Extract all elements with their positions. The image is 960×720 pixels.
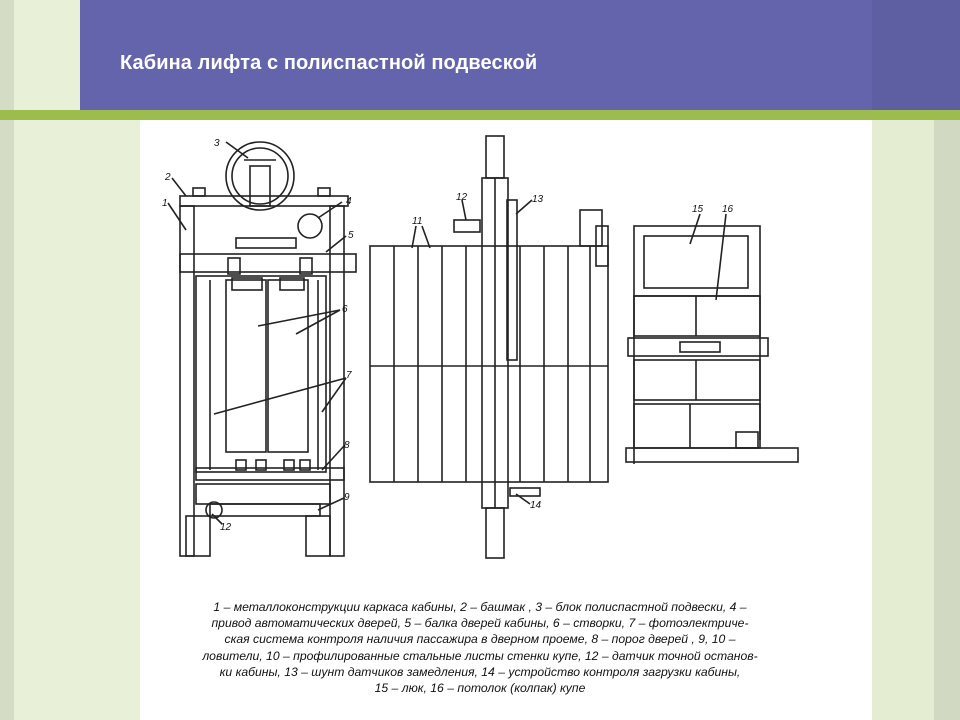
slide-title: Кабина лифта с полиспастной подвеской (120, 52, 538, 74)
left-edge-stripe (0, 0, 14, 720)
label-5: 5 (348, 230, 354, 241)
label-7: 7 (346, 370, 352, 381)
caption-line: ловители, 10 – профилированные стальные … (202, 648, 758, 663)
label-3: 3 (214, 138, 220, 149)
label-8: 8 (344, 440, 350, 451)
label-4: 4 (346, 196, 352, 207)
label-2: 2 (164, 172, 171, 183)
title-banner (80, 0, 872, 110)
label-12-mid: 12 (456, 192, 468, 203)
label-1: 1 (162, 198, 168, 209)
caption-line: 1 – металлоконструкции каркаса кабины, 2… (213, 600, 747, 614)
label-14: 14 (530, 500, 542, 511)
caption-line: 15 – люк, 16 – потолок (колпак) купе (374, 681, 586, 696)
caption-line: ки кабины, 13 – шунт датчиков замедления… (219, 664, 741, 679)
caption-line: ская система контроля наличия пассажира … (224, 632, 736, 647)
content-panel (140, 120, 872, 720)
label-11: 11 (412, 216, 422, 227)
label-6: 6 (342, 304, 348, 315)
label-16: 16 (722, 204, 734, 215)
caption-line: привод автоматических дверей, 5 – балка … (211, 616, 749, 631)
right-margin-stripe (872, 0, 934, 720)
accent-bar (0, 110, 960, 120)
label-12-left: 12 (220, 522, 232, 533)
title-banner-right (872, 0, 960, 110)
left-margin-stripe (14, 0, 80, 720)
label-9: 9 (344, 492, 350, 503)
label-15: 15 (692, 204, 704, 215)
label-13: 13 (532, 194, 544, 205)
right-edge-stripe (934, 0, 960, 720)
figure-caption: 1 – металлоконструкции каркаса кабины, 2… (140, 599, 820, 696)
elevator-cabin-drawing: 3 2 1 4 5 6 7 8 9 12 11 12 13 14 15 16 (162, 135, 799, 559)
